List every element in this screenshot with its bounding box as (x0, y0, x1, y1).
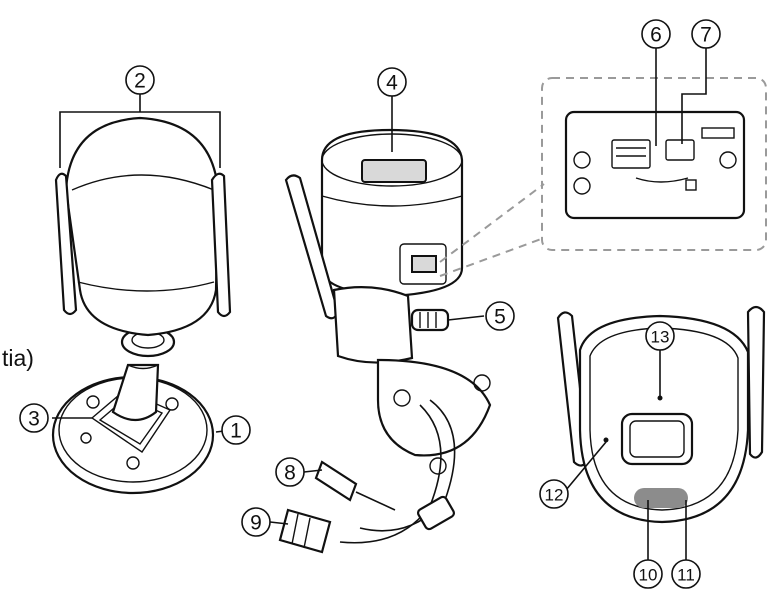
svg-text:2: 2 (134, 70, 146, 93)
callout-2: 2 (125, 65, 155, 95)
callout-6: 6 (641, 19, 671, 49)
svg-text:10: 10 (639, 566, 658, 585)
led-bar (634, 488, 688, 508)
callout-11: 11 (671, 559, 701, 589)
svg-text:5: 5 (494, 306, 506, 329)
svg-text:11: 11 (677, 566, 695, 585)
svg-text:8: 8 (284, 462, 296, 485)
callout-8: 8 (275, 457, 305, 487)
callout-5: 5 (485, 301, 515, 331)
partial-caption: tia) (2, 345, 34, 371)
svg-text:1: 1 (230, 420, 242, 443)
callout-13: 13 (645, 321, 675, 351)
camera-front-view (556, 305, 766, 562)
port-detail-inset (439, 48, 767, 277)
camera-top-view (51, 92, 232, 495)
svg-text:6: 6 (650, 24, 662, 47)
svg-text:7: 7 (700, 24, 712, 47)
callout-9: 9 (241, 507, 271, 537)
svg-text:3: 3 (28, 408, 40, 431)
callout-1: 1 (221, 415, 251, 445)
camera-side-view (278, 128, 492, 554)
svg-text:13: 13 (651, 328, 670, 347)
callout-10: 10 (633, 559, 663, 589)
callout-4: 4 (377, 67, 407, 97)
svg-text:9: 9 (250, 512, 262, 535)
callout-7: 7 (691, 19, 721, 49)
callout-12: 12 (539, 479, 569, 509)
svg-text:12: 12 (545, 486, 564, 505)
callout-3: 3 (19, 403, 49, 433)
svg-text:4: 4 (386, 72, 398, 95)
